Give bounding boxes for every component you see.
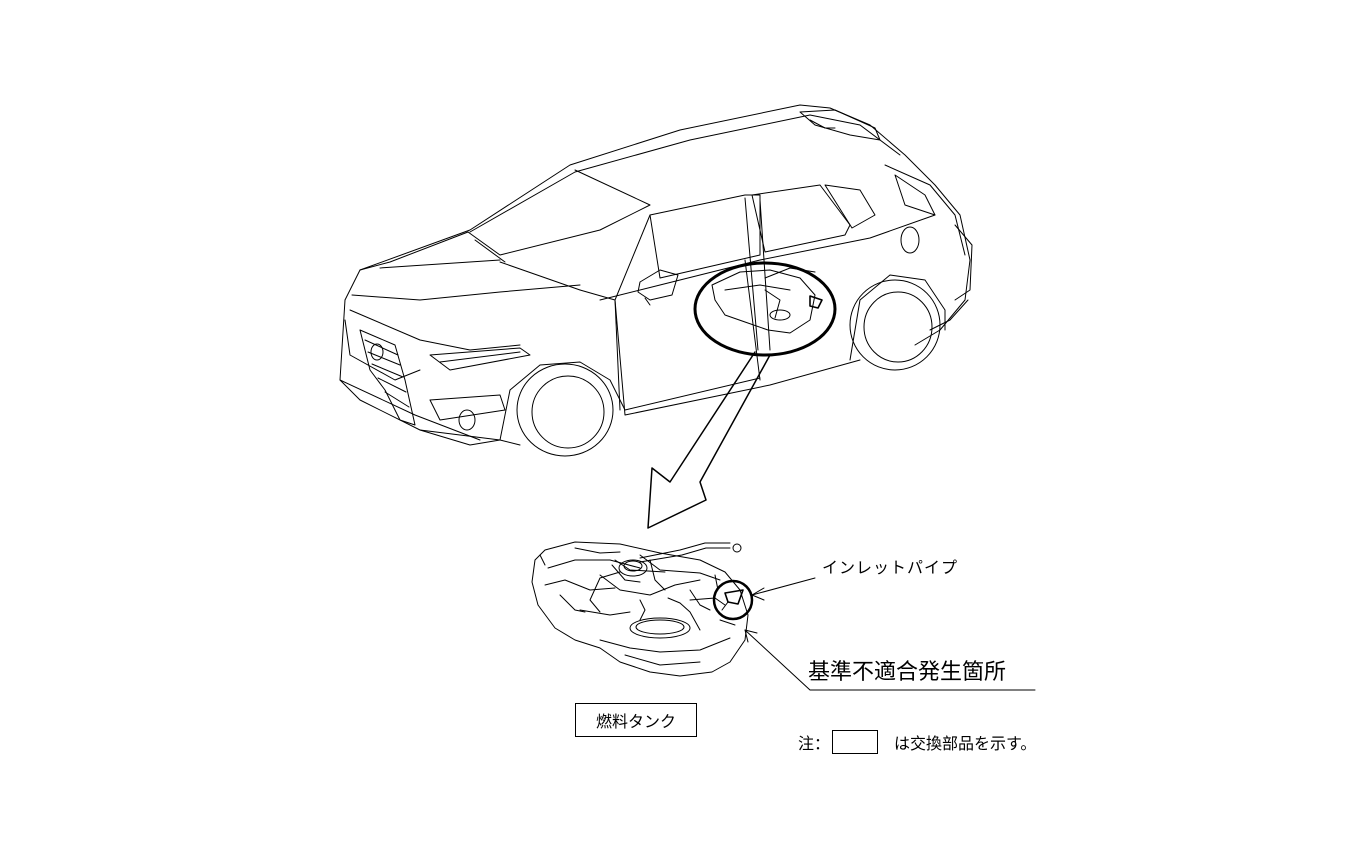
defect-location-label: 基準不適合発生箇所 [808,660,1007,685]
fuel-tank-label: 燃料タンク [595,712,676,731]
fuel-tank-label-box: 燃料タンク [575,703,697,737]
fuel-tank-drawing [531,541,749,677]
defect-leader [744,629,1036,691]
note-suffix: は交換部品を示す。 [894,734,1037,753]
inlet-pipe-label: インレットパイプ [822,558,959,577]
inlet-pipe-highlight [712,579,754,621]
note-prefix: 注： [798,734,831,753]
legend-note: 注： は交換部品を示す。 [798,730,1036,754]
mini-tank-icon [711,267,823,334]
car-drawing [339,104,973,457]
inlet-pipe-leader [751,577,816,596]
tank-location-highlight [693,261,837,357]
zoom-arrow [647,351,771,529]
replacement-part-swatch-icon [832,730,879,754]
